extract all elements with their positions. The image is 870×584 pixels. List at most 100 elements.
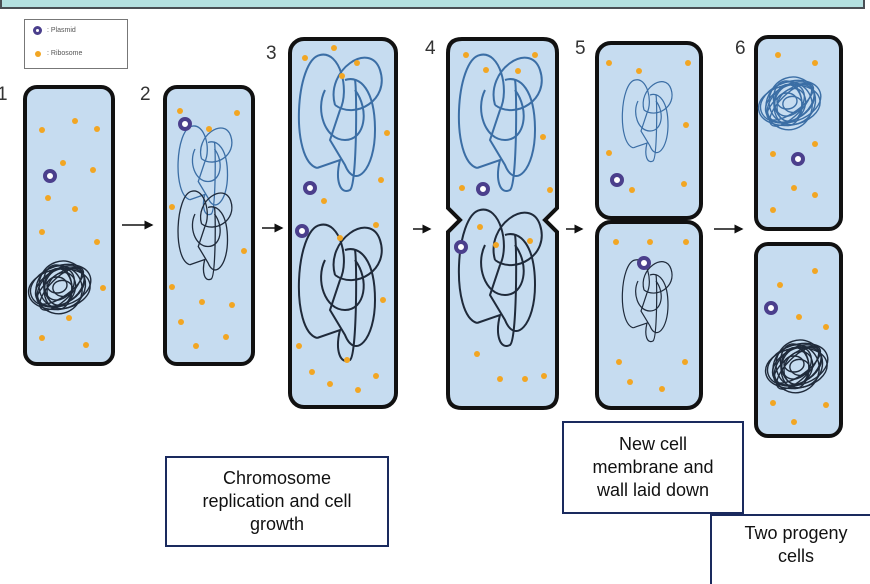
ribosome — [541, 373, 547, 379]
ribosome — [483, 67, 489, 73]
cell-stage-3 — [288, 37, 398, 409]
chromosome-strand — [476, 79, 518, 192]
ribosome — [812, 60, 818, 66]
ribosome — [636, 68, 642, 74]
chromosome-strand — [457, 53, 505, 169]
stage-number-4: 4 — [425, 38, 436, 59]
ribosome — [39, 229, 45, 235]
plasmid — [637, 256, 651, 270]
ribosome — [522, 376, 528, 382]
chromosome-strand — [320, 89, 365, 142]
binary-fission-diagram — [23, 35, 843, 438]
ribosome — [94, 239, 100, 245]
caption-progeny: Two progeny cells — [710, 514, 870, 584]
ribosome — [169, 284, 175, 290]
chromosome-strand — [297, 223, 345, 339]
ribosome — [606, 150, 612, 156]
stage-number-5: 5 — [575, 38, 586, 59]
stage-number-6: 6 — [735, 38, 746, 59]
ribosome — [547, 187, 553, 193]
ribosome — [659, 386, 665, 392]
caption-line: wall laid down — [596, 480, 710, 500]
ribosome — [627, 379, 633, 385]
ribosome — [39, 127, 45, 133]
stage-number-2: 2 — [140, 84, 151, 105]
chromosome-strand — [297, 53, 345, 169]
caption-line: growth — [249, 514, 305, 534]
chromosome-strand — [633, 274, 658, 343]
ribosome — [83, 342, 89, 348]
ribosome — [66, 315, 72, 321]
chromosome-strand — [197, 206, 229, 271]
chromosome-strand — [480, 89, 525, 142]
ribosome — [685, 60, 691, 66]
chromosome-strand — [316, 79, 358, 192]
caption-line: Chromosome — [222, 468, 332, 488]
chromosome-strand — [640, 273, 669, 334]
ribosome — [169, 204, 175, 210]
legend-plasmid-label: : Plasmid — [47, 27, 76, 34]
chromosome-strand — [197, 141, 229, 206]
legend: : Plasmid : Ribosome — [24, 19, 128, 69]
ribosome — [241, 248, 247, 254]
ribosome — [777, 282, 783, 288]
ribosomes — [39, 45, 829, 425]
ribosome — [532, 52, 538, 58]
ribosome — [606, 60, 612, 66]
chromosome-old — [297, 223, 383, 362]
plasmid-icon — [33, 26, 42, 35]
stage-number-3: 3 — [266, 43, 277, 64]
ribosome — [177, 108, 183, 114]
ribosome — [474, 351, 480, 357]
caption-line: Two progeny — [744, 523, 848, 543]
ribosome — [193, 343, 199, 349]
ribosome — [647, 239, 653, 245]
chromosome-new — [621, 79, 673, 163]
ribosome — [681, 181, 687, 187]
plasmid — [303, 181, 317, 195]
plasmid — [43, 169, 57, 183]
ribosome — [296, 343, 302, 349]
caption-line: New cell — [618, 434, 687, 454]
chromosome-strand — [332, 226, 383, 281]
ribosome — [616, 359, 622, 365]
chromosome-strand — [621, 79, 650, 149]
caption-line: replication and cell — [202, 491, 352, 511]
chromosome-strand — [492, 211, 543, 266]
chromosome-strand — [320, 259, 365, 312]
chromosome-strand — [633, 94, 658, 163]
coiled-chromosome-new — [757, 76, 822, 131]
chromosome-strand — [635, 280, 662, 312]
ribosome — [234, 110, 240, 116]
ribosome — [331, 45, 337, 51]
ribosome — [527, 238, 533, 244]
ribosome — [477, 224, 483, 230]
cell-stage-5 — [595, 41, 703, 410]
ribosome — [683, 239, 689, 245]
legend-ribosome-label: : Ribosome — [47, 50, 83, 57]
ribosome — [344, 357, 350, 363]
chromosome-coil — [36, 266, 85, 305]
ribosome — [90, 167, 96, 173]
ribosome — [229, 302, 235, 308]
plasmid — [764, 301, 778, 315]
ribosome — [354, 60, 360, 66]
chromosome-coil — [757, 84, 821, 127]
ribosome — [373, 373, 379, 379]
ribosome — [72, 206, 78, 212]
plasmid — [476, 182, 490, 196]
stage-number-1: 1 — [0, 84, 8, 105]
replicating-chromosome-old — [177, 190, 233, 281]
ribosome — [791, 419, 797, 425]
chromosome-strand — [480, 244, 525, 297]
chromosome-strand — [488, 78, 537, 177]
cell-stage-4 — [446, 37, 559, 410]
chromosome-strand — [191, 148, 221, 183]
ribosome — [791, 185, 797, 191]
ribosome — [100, 285, 106, 291]
ribosome — [94, 126, 100, 132]
ribosome — [178, 319, 184, 325]
caption-line: cells — [777, 546, 814, 566]
chromosome-strand — [316, 249, 358, 362]
chromosome-coil — [764, 347, 828, 390]
